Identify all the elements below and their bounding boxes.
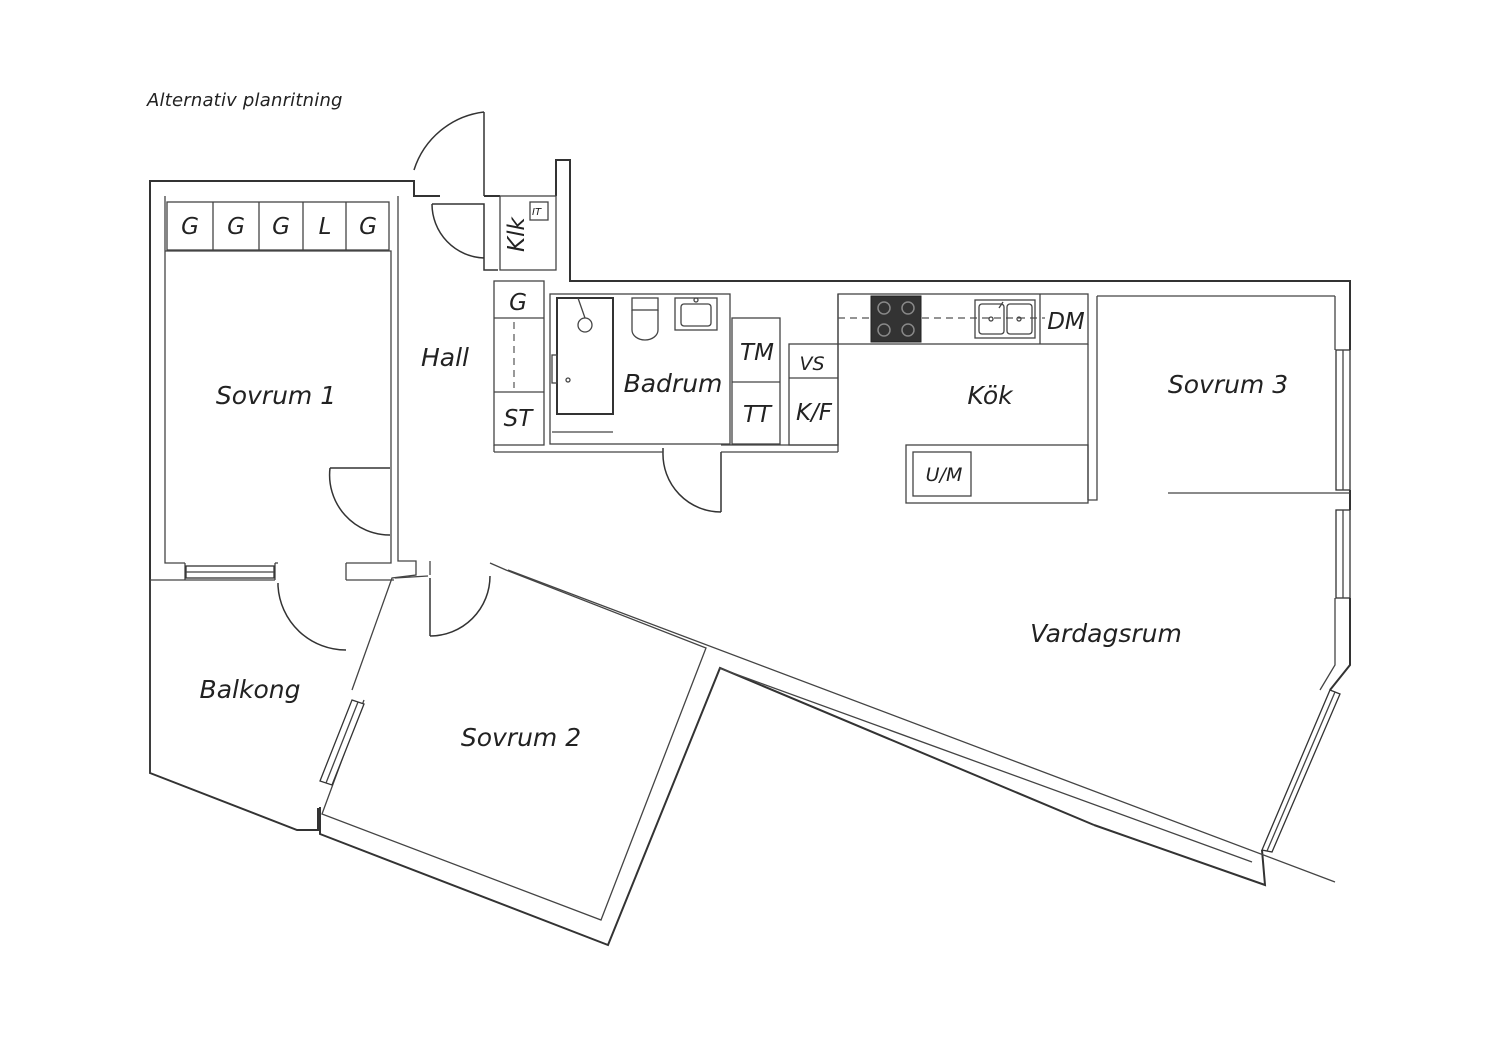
room-label-kok: Kök — [967, 381, 1014, 410]
bathroom — [549, 293, 838, 453]
room-label-hall: Hall — [421, 343, 469, 372]
water-heater-label: VS — [799, 353, 824, 375]
room-label-badrum: Badrum — [624, 369, 723, 398]
fridge-freezer-label: K/F — [796, 400, 833, 426]
bedroom1-wardrobes — [166, 201, 390, 251]
wardrobe-label: G — [227, 214, 245, 240]
kitchen-sink-icon — [974, 299, 1036, 339]
wardrobe-label: G — [272, 214, 290, 240]
dishwasher-label: DM — [1047, 309, 1085, 335]
stove-icon — [870, 295, 922, 343]
doors — [277, 111, 722, 651]
broom-closet-label: ST — [504, 406, 535, 432]
hall-closets — [493, 280, 663, 453]
washing-machine-label: TM — [740, 340, 774, 366]
room-label-sovrum-3: Sovrum 3 — [1168, 370, 1288, 399]
wardrobe-label: G — [359, 214, 377, 240]
tumble-dryer-label: TT — [743, 402, 773, 428]
kitchen-island — [905, 444, 1089, 504]
kitchen-counter — [837, 293, 1089, 500]
oven-microwave-label: U/M — [926, 464, 963, 486]
cloakroom — [499, 195, 557, 271]
room-label-vardagsrum: Vardagsrum — [1030, 619, 1182, 648]
outer-walls — [149, 159, 1351, 947]
room-label-sovrum-2: Sovrum 2 — [461, 723, 581, 752]
linen-closet-label: L — [319, 214, 332, 240]
room-label-sovrum-1: Sovrum 1 — [216, 381, 336, 410]
cloakroom-label: Klk — [504, 216, 530, 252]
hall-wardrobe-label: G — [509, 290, 527, 316]
room-label-balkong: Balkong — [200, 675, 301, 704]
wardrobe-label: G — [181, 214, 199, 240]
plan-title: Alternativ planritning — [147, 90, 343, 111]
windows — [185, 349, 1351, 853]
it-cabinet-label: IT — [532, 207, 542, 218]
